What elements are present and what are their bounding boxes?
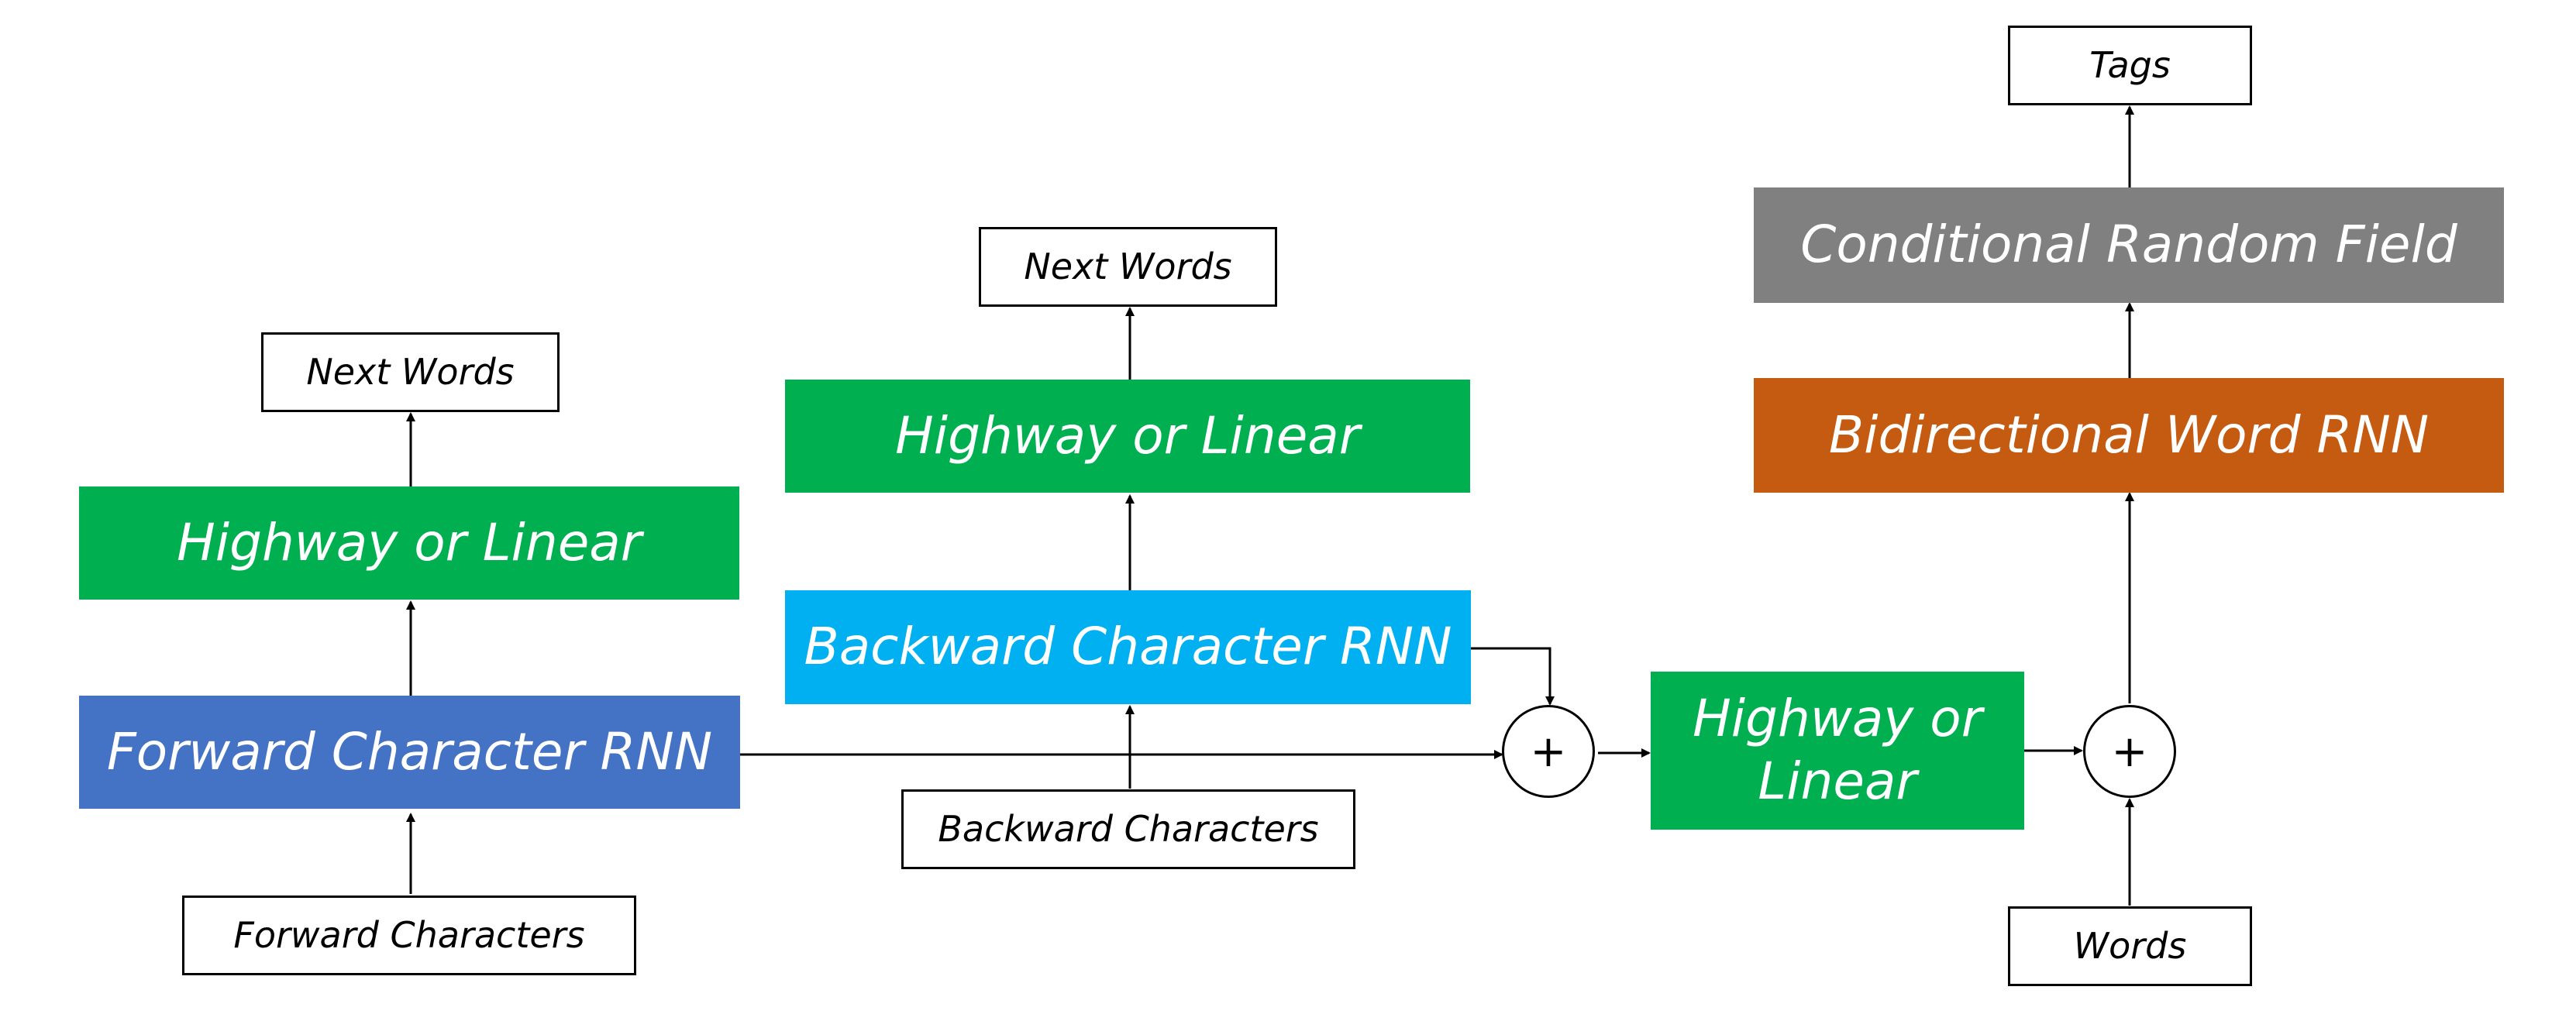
next-words-left-label: Next Words xyxy=(306,351,515,394)
forward-characters-box: Forward Characters xyxy=(182,896,636,975)
tags-box: Tags xyxy=(2008,26,2252,105)
plus-node-words-symbol: + xyxy=(2111,726,2148,777)
backward-character-rnn-block: Backward Character RNN xyxy=(785,590,1471,704)
forward-character-rnn-block: Forward Character RNN xyxy=(79,696,740,809)
highway-mid-label: Highway or Linear xyxy=(895,405,1360,466)
highway-right-label: Highway or Linear xyxy=(1693,689,1982,811)
backward-character-rnn-label: Backward Character RNN xyxy=(804,617,1452,677)
next-words-mid-box: Next Words xyxy=(979,227,1277,307)
edge-backward-rnn-to-plus-1 xyxy=(1471,647,1555,706)
forward-characters-label: Forward Characters xyxy=(233,914,585,957)
tags-label: Tags xyxy=(2089,44,2171,87)
forward-character-rnn-label: Forward Character RNN xyxy=(106,721,713,782)
plus-node-chars-symbol: + xyxy=(1530,726,1567,777)
next-words-left-box: Next Words xyxy=(261,332,560,412)
next-words-mid-label: Next Words xyxy=(1024,246,1232,288)
conditional-random-field-block: Conditional Random Field xyxy=(1754,187,2504,303)
highway-left-label: Highway or Linear xyxy=(177,512,642,572)
words-box: Words xyxy=(2008,906,2252,986)
backward-characters-box: Backward Characters xyxy=(901,789,1355,869)
backward-characters-label: Backward Characters xyxy=(938,808,1319,851)
highway-left-block: Highway or Linear xyxy=(79,486,739,600)
highway-mid-block: Highway or Linear xyxy=(785,380,1470,493)
highway-right-block: Highway or Linear xyxy=(1651,672,2024,830)
conditional-random-field-label: Conditional Random Field xyxy=(1800,215,2457,275)
bidirectional-word-rnn-block: Bidirectional Word RNN xyxy=(1754,378,2504,493)
plus-node-words: + xyxy=(2083,705,2176,798)
words-label: Words xyxy=(2073,925,2187,968)
bidirectional-word-rnn-label: Bidirectional Word RNN xyxy=(1828,404,2430,465)
plus-node-chars: + xyxy=(1502,705,1595,798)
